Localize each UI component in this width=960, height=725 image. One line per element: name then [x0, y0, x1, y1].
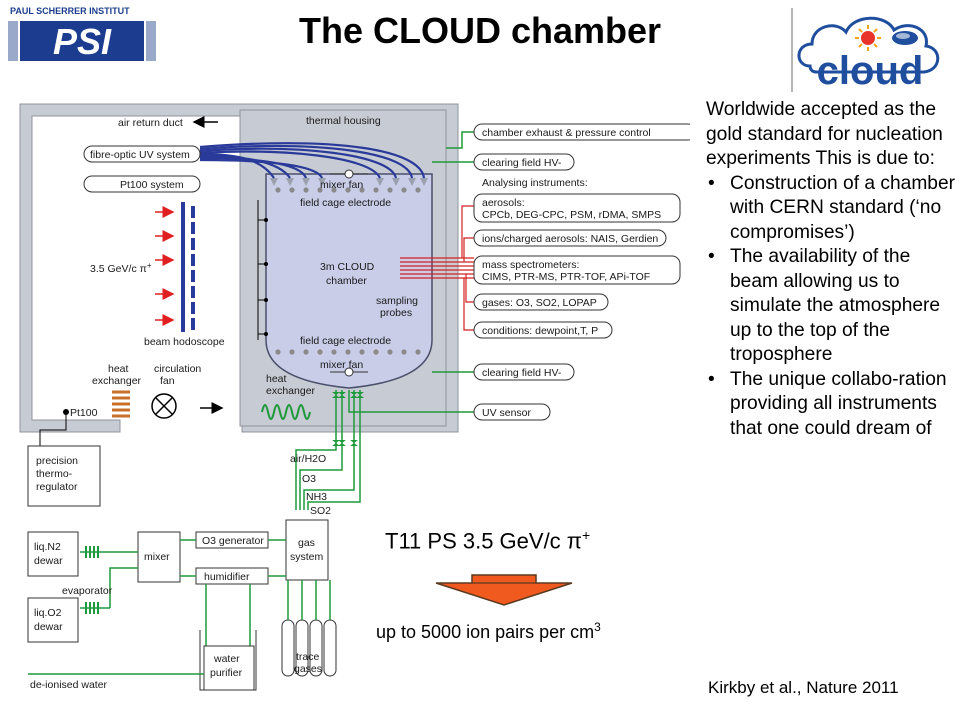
label-circulation-fan-2: fan: [160, 375, 175, 387]
uv-lamp-cones: [270, 178, 428, 186]
description-intro: Worldwide accepted as the gold standard …: [706, 99, 943, 169]
psi-logo-text: PSI: [53, 21, 112, 62]
label-gas-system-1: gas: [298, 537, 315, 549]
label-nh3: NH3: [306, 491, 327, 503]
label-thermal-housing: thermal housing: [306, 115, 381, 127]
bottom-electrode-dots: [275, 349, 421, 355]
label-water-purifier-2: purifier: [210, 667, 243, 679]
beam-hodoscope-bars: [181, 202, 195, 332]
label-field-cage-top: field cage electrode: [300, 197, 391, 209]
label-precision-2: thermo-: [36, 468, 73, 480]
label-field-cage-bottom: field cage electrode: [300, 335, 391, 347]
label-sampling-2: probes: [380, 307, 412, 319]
label-ions: ions/charged aerosols: NAIS, Gerdien: [482, 233, 658, 245]
down-arrow-icon: [434, 573, 574, 607]
cloud-logo: cloud: [790, 6, 950, 93]
label-air-h2o: air/H2O: [290, 453, 326, 465]
label-precision-3: regulator: [36, 481, 78, 493]
gas-valves: [332, 392, 364, 446]
ion-pairs-text: up to 5000 ion pairs per cm3: [376, 620, 601, 642]
label-mixer: mixer: [144, 551, 170, 563]
cloud-logo-text: cloud: [817, 49, 924, 92]
label-sampling-1: sampling: [376, 295, 418, 307]
beam-arrows: [155, 206, 175, 326]
slide-title: The CLOUD chamber: [298, 10, 662, 51]
mixer-fan-bottom-symbol: [330, 367, 368, 377]
label-o3-generator: O3 generator: [202, 535, 264, 547]
label-humidifier: humidifier: [204, 571, 250, 583]
label-heat-exchanger-left-2: exchanger: [92, 375, 142, 387]
label-water-purifier-1: water: [213, 653, 240, 665]
bullet-2: The availability of the beam allowing us…: [706, 245, 956, 368]
red-instrument-lines: [400, 205, 474, 331]
label-air-return-duct: air return duct: [118, 117, 183, 129]
label-gas-system-2: system: [290, 551, 324, 563]
label-chamber-exhaust: chamber exhaust & pressure control: [482, 127, 651, 139]
label-circulation-fan-1: circulation: [154, 363, 201, 375]
label-beam-energy: 3.5 GeV/c π+: [90, 261, 152, 275]
label-fibre-optic: fibre-optic UV system: [90, 149, 190, 161]
label-chamber-2: chamber: [326, 275, 367, 287]
evaporator-fins: [85, 546, 99, 614]
heat-exchanger-coil-right: [261, 404, 311, 420]
chamber-body: [265, 173, 433, 389]
label-mass-2: CIMS, PTR-MS, PTR-TOF, APi-TOF: [482, 271, 650, 283]
psi-logo-caption: PAUL SCHERRER INSTITUT: [10, 6, 130, 16]
label-aerosols-2: CPCb, DEG-CPC, PSM, rDMA, SMPS: [482, 209, 661, 221]
top-electrode-dots: [275, 187, 421, 193]
label-liq-o2-2: dewar: [34, 621, 63, 633]
bullet-1: Construction of a chamber with CERN stan…: [706, 172, 956, 246]
label-trace-gases-1: trace: [296, 651, 320, 663]
citation: Kirkby et al., Nature 2011: [708, 678, 899, 697]
label-analysing: Analysing instruments:: [482, 177, 588, 189]
label-liq-o2-1: liq.O2: [34, 607, 62, 619]
psi-logo: PAUL SCHERRER INSTITUT PSI: [8, 4, 158, 66]
label-conditions: conditions: dewpoint,T, P: [482, 325, 598, 337]
label-mass-1: mass spectrometers:: [482, 259, 579, 271]
green-connection-lines: [295, 131, 474, 510]
label-o3: O3: [302, 473, 316, 485]
description-bullets: Construction of a chamber with CERN stan…: [706, 172, 956, 442]
label-pt100-system: Pt100 system: [120, 179, 184, 191]
instrument-boxes: [473, 123, 697, 421]
label-mixer-fan-top: mixer fan: [320, 179, 363, 191]
heat-exchanger-coil-left: [112, 390, 130, 418]
fibre-optic-lines: [199, 142, 426, 179]
label-heat-exchanger-right-2: exchanger: [266, 385, 316, 397]
label-mixer-fan-bottom: mixer fan: [320, 359, 363, 371]
label-precision-1: precision: [36, 455, 78, 467]
label-trace-gases-2: gases: [294, 663, 322, 675]
label-clearing-field-bottom: clearing field HV-: [482, 367, 562, 379]
cloud-chamber-diagram: air return duct thermal housing fibre-op…: [0, 90, 697, 720]
label-aerosols-1: aerosols:: [482, 197, 525, 209]
beam-label: T11 PS 3.5 GeV/c π+: [385, 527, 591, 554]
description-block: Worldwide accepted as the gold standard …: [706, 98, 956, 441]
label-clearing-field-top: clearing field HV-: [482, 157, 562, 169]
label-pt100: Pt100: [70, 407, 98, 419]
label-so2: SO2: [310, 505, 331, 517]
label-heat-exchanger-left-1: heat: [108, 363, 129, 375]
label-liq-n2-1: liq.N2: [34, 541, 61, 553]
label-evaporator: evaporator: [62, 585, 113, 597]
mixer-fan-top-symbol: [330, 169, 368, 179]
label-liq-n2-2: dewar: [34, 555, 63, 567]
label-deionised-water: de-ionised water: [30, 679, 108, 691]
label-beam-hodoscope: beam hodoscope: [144, 336, 225, 348]
label-heat-exchanger-right-1: heat: [266, 373, 287, 385]
label-uv-sensor: UV sensor: [482, 407, 532, 419]
trace-gas-lines: [287, 580, 331, 620]
circulation-fan-symbol: [151, 393, 177, 419]
label-chamber-1: 3m CLOUD: [320, 261, 375, 273]
bullet-3: The unique collabo-ration providing all …: [706, 368, 956, 442]
label-gases: gases: O3, SO2, LOPAP: [482, 297, 597, 309]
